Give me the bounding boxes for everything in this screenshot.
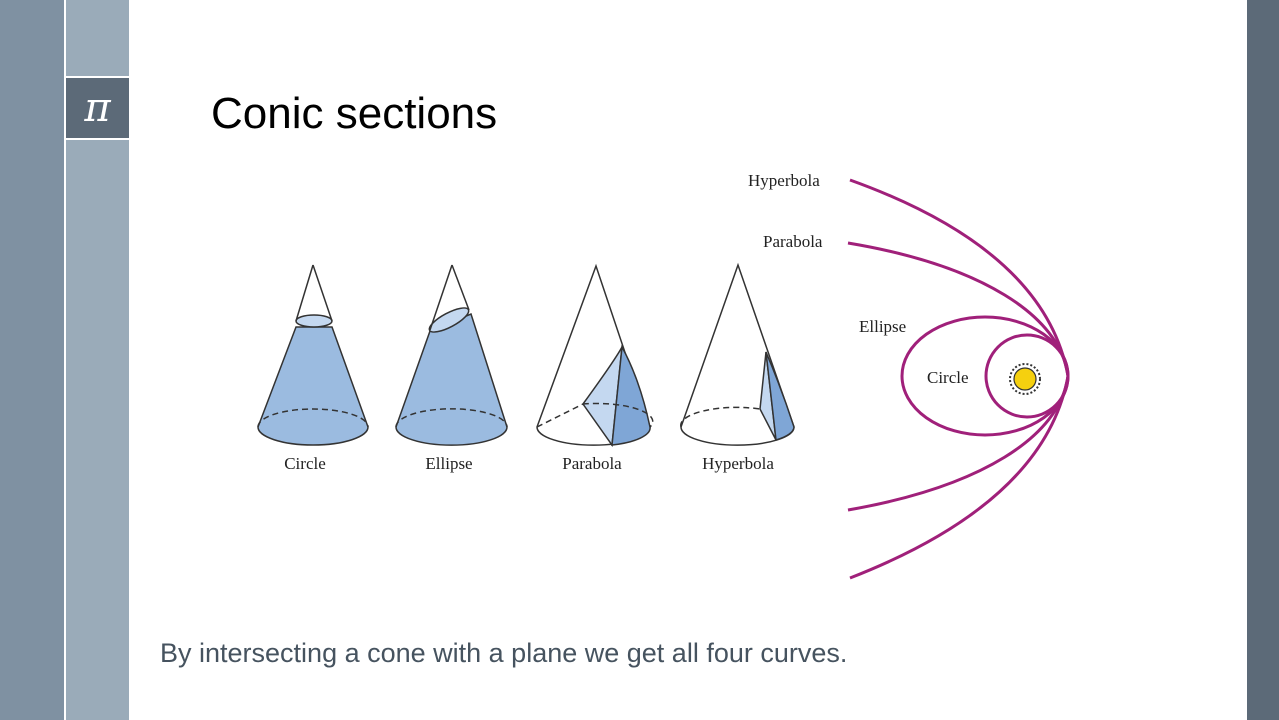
cone-parabola bbox=[536, 263, 654, 448]
pi-logo-box: π bbox=[66, 76, 129, 140]
cone-ellipse bbox=[395, 264, 508, 446]
pi-icon: π bbox=[84, 85, 111, 131]
left-sidebar-strip bbox=[0, 0, 64, 720]
orbit-label-ellipse: Ellipse bbox=[859, 317, 906, 336]
cone-label-hyperbola: Hyperbola bbox=[702, 454, 774, 473]
orbit-label-parabola: Parabola bbox=[763, 232, 823, 251]
circle-curve bbox=[984, 333, 1070, 419]
cone-label-parabola: Parabola bbox=[562, 454, 622, 473]
right-sidebar-strip bbox=[1247, 0, 1279, 720]
sidebar-divider bbox=[64, 0, 66, 720]
orbit-label-hyperbola: Hyperbola bbox=[748, 171, 820, 190]
cone-label-ellipse: Ellipse bbox=[425, 454, 472, 473]
cone-hyperbola bbox=[680, 262, 795, 446]
slide-title: Conic sections bbox=[211, 89, 498, 138]
orbit-curves bbox=[847, 178, 1070, 580]
slide-caption: By intersecting a cone with a plane we g… bbox=[160, 638, 848, 668]
sun-icon bbox=[1009, 363, 1041, 395]
orbit-label-circle: Circle bbox=[927, 368, 969, 387]
cone-circle bbox=[257, 264, 369, 446]
cone-label-circle: Circle bbox=[284, 454, 326, 473]
